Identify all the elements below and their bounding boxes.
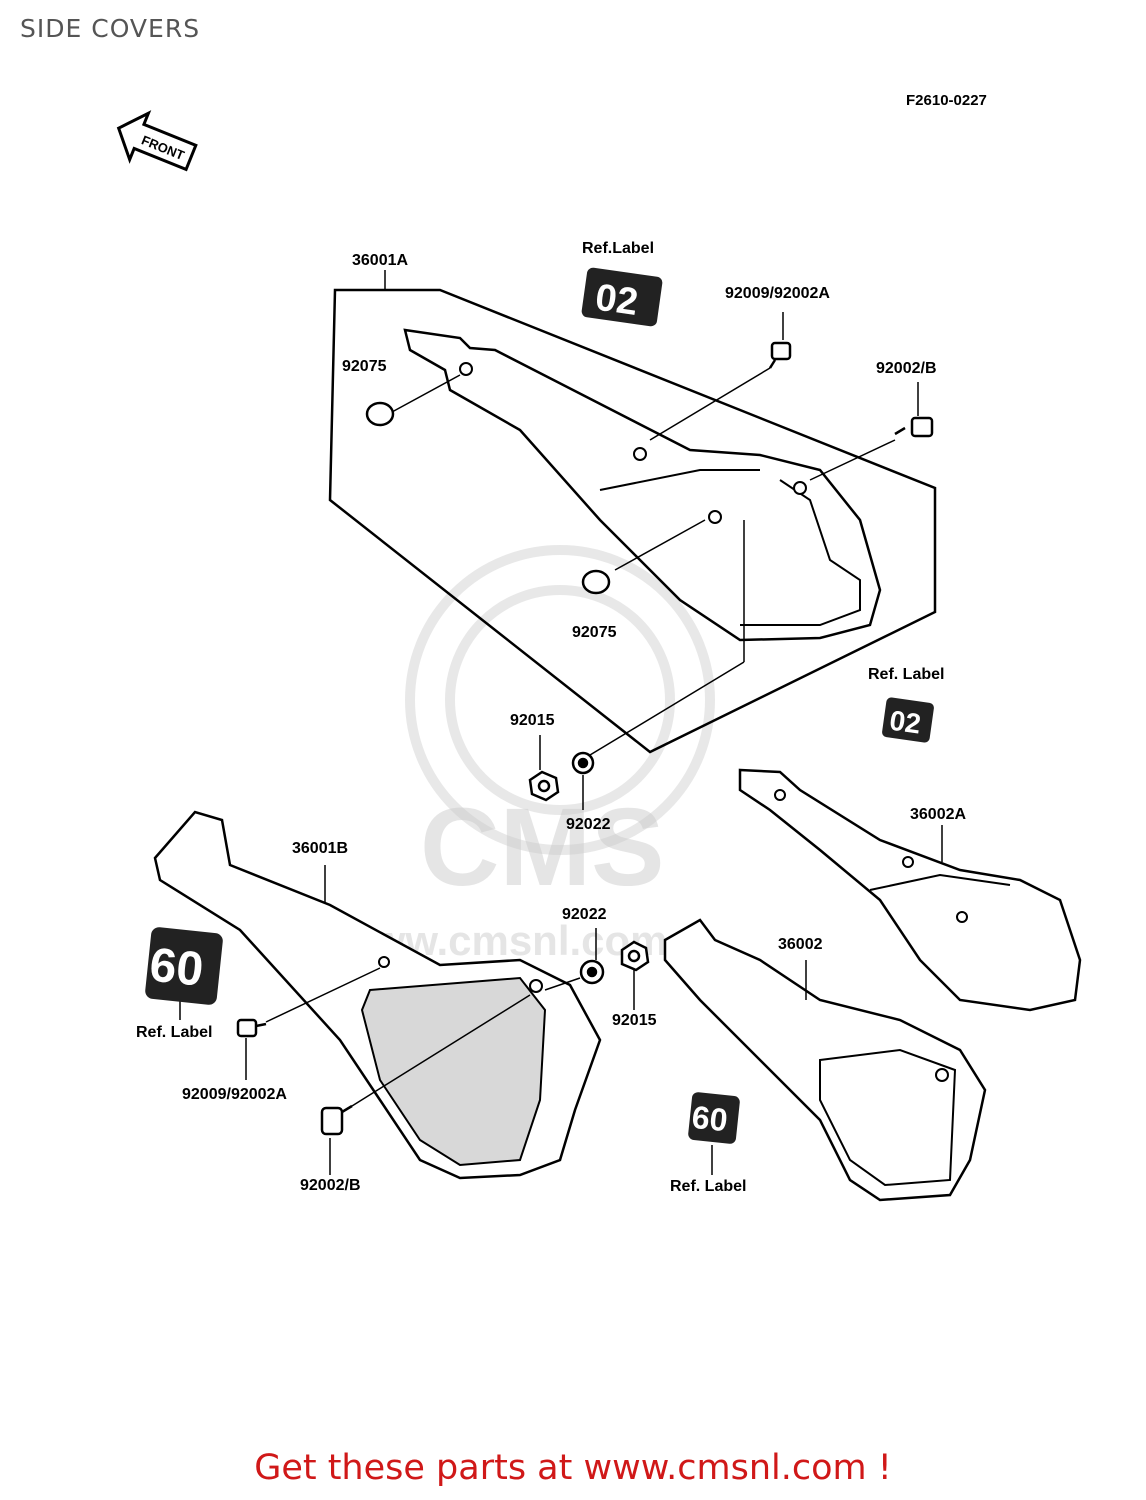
label-ref-label-top: Ref.Label	[582, 240, 655, 257]
bolt-92009-b	[236, 1018, 267, 1038]
decal-02-small	[882, 697, 934, 743]
label-36002a: 36002A	[910, 806, 967, 823]
label-92075-b: 92075	[572, 624, 617, 641]
svg-text:60: 60	[690, 1099, 729, 1139]
bolt-92002b-a	[894, 416, 934, 438]
front-arrow-icon: FRONT	[116, 110, 198, 172]
watermark-logo	[405, 545, 715, 855]
label-92015-a: 92015	[510, 712, 555, 729]
assembly-frame	[328, 288, 937, 754]
svg-text:02: 02	[888, 705, 923, 740]
bolt-92002b-b	[320, 1104, 353, 1136]
label-92009-92002a-top: 92009/92002A	[725, 285, 830, 302]
figure-code: F2610-0227	[906, 92, 987, 109]
footer-link[interactable]: Get these parts at www.cmsnl.com !	[254, 1448, 892, 1488]
label-36002: 36002	[778, 936, 823, 953]
label-92075-a: 92075	[342, 358, 387, 375]
label-ref-label-right: Ref. Label	[868, 666, 945, 683]
label-ref-label-left: Ref. Label	[136, 1024, 213, 1041]
side-cover-36001a	[403, 328, 882, 642]
nut-92015-a	[528, 770, 560, 802]
svg-text:60: 60	[147, 939, 206, 997]
cover-36001b-mesh	[360, 976, 547, 1167]
label-92002b-top: 92002/B	[876, 360, 937, 377]
svg-text:02: 02	[593, 277, 641, 324]
label-36001b: 36001B	[292, 840, 349, 857]
page-title: SIDE COVERS	[20, 14, 201, 43]
watermark-text: CMS	[420, 786, 664, 909]
bolt-92009-a	[768, 341, 792, 369]
label-92002b-bottom: 92002/B	[300, 1177, 361, 1194]
decal-02-large	[581, 267, 663, 327]
grommet-92075-b	[581, 569, 611, 595]
washer-92022-b	[579, 959, 605, 985]
washer-92022-a	[571, 751, 595, 775]
label-92015-b: 92015	[612, 1012, 657, 1029]
side-cover-36002a	[738, 768, 1082, 1012]
label-92022-b: 92022	[562, 906, 607, 923]
label-ref-label-bottom: Ref. Label	[670, 1178, 747, 1195]
label-92009-92002a-bottom: 92009/92002A	[182, 1086, 287, 1103]
label-92022-a: 92022	[566, 816, 611, 833]
label-36001a: 36001A	[352, 252, 409, 269]
decal-60-large	[145, 927, 223, 1005]
decal-60-small	[688, 1092, 740, 1144]
grommet-92075-a	[365, 401, 395, 427]
nut-92015-b	[620, 940, 650, 972]
